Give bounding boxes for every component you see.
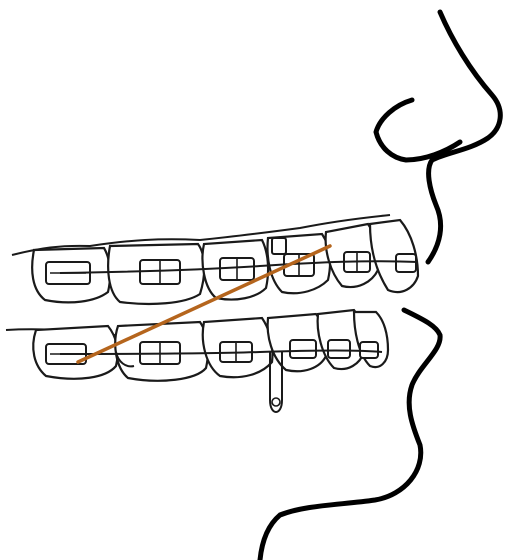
- lower-dental-arch: [6, 310, 388, 412]
- upper-bracket-5: [396, 254, 416, 272]
- upper-hook: [272, 238, 286, 254]
- nostril-outline: [376, 100, 460, 160]
- nose-outline: [428, 12, 500, 262]
- lower-bracket-3: [290, 340, 316, 358]
- lower-bracket-4: [328, 340, 350, 358]
- lower-wire-loop-eye: [272, 398, 280, 406]
- upper-dental-arch: [12, 215, 418, 304]
